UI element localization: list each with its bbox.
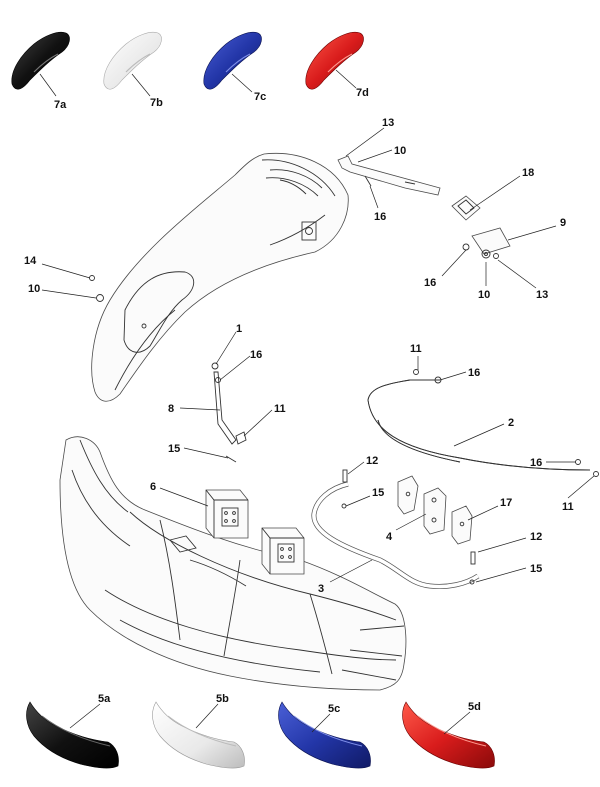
- callout-11-brace-end: 11: [562, 501, 574, 513]
- clamp-bracket-17: [451, 505, 473, 545]
- fender-variant-white: [103, 31, 162, 90]
- front-spoiler: [59, 436, 407, 691]
- washer-10: [96, 294, 104, 302]
- callout-12-top: 12: [366, 455, 378, 467]
- callout-12-bottom: 12: [530, 531, 542, 543]
- callout-18: 18: [522, 167, 534, 179]
- fender-variant-red: [305, 31, 364, 90]
- callout-10-right: 10: [478, 289, 490, 301]
- clamp-bracket-4: [423, 487, 447, 535]
- callout-10-top: 10: [394, 145, 406, 157]
- callout-15-mid: 15: [372, 487, 384, 499]
- callout-13-right: 13: [536, 289, 548, 301]
- clamp-bracket-left: [397, 475, 419, 515]
- mount-block-6a: [205, 489, 249, 539]
- callout-11-stay: 11: [274, 403, 286, 415]
- spoiler-variant-red: [402, 701, 495, 769]
- callout-4: 4: [386, 531, 393, 543]
- bolt-14: [89, 275, 95, 281]
- callout-16-stay: 16: [250, 349, 262, 361]
- fender-variant-black: [11, 31, 70, 90]
- spoiler-variant-blue: [278, 701, 371, 769]
- callout-11-brace: 11: [410, 343, 422, 355]
- reflector-clip: [451, 195, 481, 221]
- spoiler-variant-black: [26, 701, 119, 769]
- callout-13-top: 13: [382, 117, 394, 129]
- callout-16-top: 16: [374, 211, 386, 223]
- callout-7c: 7c: [254, 91, 266, 103]
- spoiler-variant-white: [152, 701, 245, 769]
- callout-15-stay: 15: [168, 443, 180, 455]
- callout-2: 2: [508, 417, 514, 429]
- leader-lines: [41, 127, 595, 583]
- callout-3: 3: [318, 583, 324, 595]
- tube-brace-2: [367, 369, 599, 477]
- callout-17: 17: [500, 497, 512, 509]
- callout-5d: 5d: [468, 701, 481, 713]
- callout-5c: 5c: [328, 703, 340, 715]
- callout-labels: 7a 7b 7c 7d 13 10 16 18 9 16 10 13 14 10…: [24, 87, 574, 715]
- front-fender: [91, 152, 349, 402]
- callout-8: 8: [168, 403, 174, 415]
- lower-tube-frame-3: [311, 469, 480, 589]
- callout-5a: 5a: [98, 693, 111, 705]
- callout-7a: 7a: [54, 99, 67, 111]
- callout-6: 6: [150, 481, 156, 493]
- mount-block-6b: [261, 527, 305, 575]
- mount-bracket-small: [462, 227, 511, 259]
- fender-variant-blue: [203, 31, 262, 90]
- callout-1: 1: [236, 323, 242, 335]
- callout-16-right: 16: [424, 277, 436, 289]
- callout-16-brace-end: 16: [530, 457, 542, 469]
- callout-10-left: 10: [28, 283, 40, 295]
- callout-9: 9: [560, 217, 566, 229]
- callout-14: 14: [24, 255, 37, 267]
- callout-5b: 5b: [216, 693, 229, 705]
- callout-15-bottom: 15: [530, 563, 542, 575]
- callout-16-brace: 16: [468, 367, 480, 379]
- fender-stay-8: [211, 362, 247, 463]
- callout-7d: 7d: [356, 87, 369, 99]
- callout-7b: 7b: [150, 97, 163, 109]
- mount-bracket-upper: [337, 155, 441, 196]
